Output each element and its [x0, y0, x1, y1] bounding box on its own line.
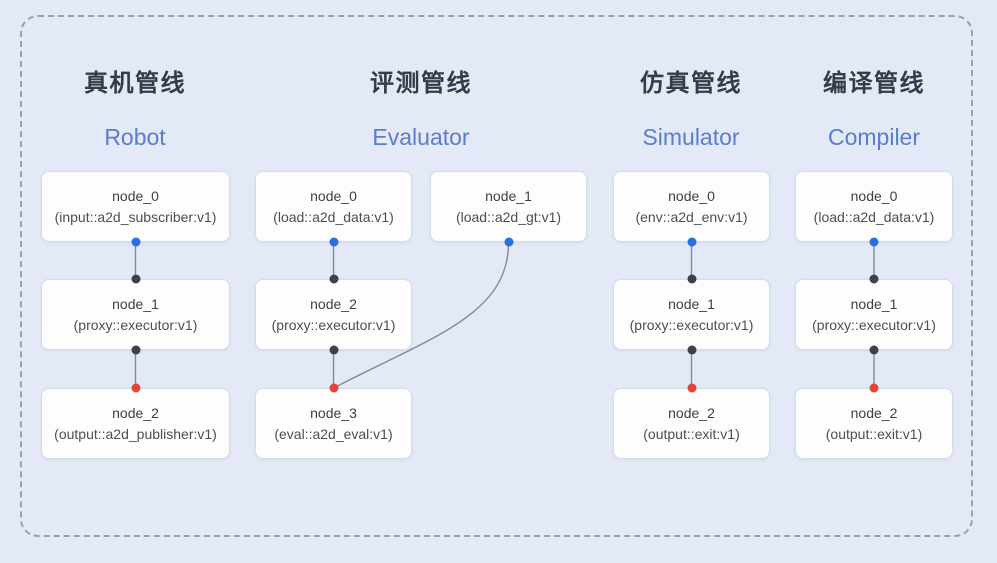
node-type: (proxy::executor:v1) [271, 317, 396, 333]
node-name: node_1 [668, 296, 715, 312]
node-type: (output::a2d_publisher:v1) [54, 426, 217, 442]
final-input-port-dot [329, 383, 338, 393]
node-type: (load::a2d_data:v1) [273, 209, 394, 225]
pipeline-title-zh-robot: 真机管线 [84, 70, 186, 97]
node-name: node_2 [850, 405, 898, 421]
node-type: (load::a2d_data:v1) [813, 209, 935, 225]
node-name: node_0 [310, 188, 357, 204]
node-name: node_1 [112, 296, 159, 312]
final-input-port-dot [687, 383, 696, 393]
node-type: (env::a2d_env:v1) [635, 209, 748, 225]
node-type: (eval::a2d_eval:v1) [274, 426, 393, 442]
pipeline-title-en-simulator: Simulator [642, 124, 740, 150]
node-name: node_2 [310, 296, 357, 312]
input-port-dot [131, 274, 140, 284]
node-type: (proxy::executor:v1) [73, 317, 198, 333]
node-type: (output::exit:v1) [643, 426, 740, 442]
node-name: node_3 [310, 405, 357, 421]
input-port-dot [329, 274, 338, 284]
node-name: node_0 [850, 188, 898, 204]
output-port-dot [131, 345, 140, 355]
graph-node-robot-node1: node_1 (proxy::executor:v1) [41, 279, 230, 350]
node-name: node_2 [668, 405, 715, 421]
graph-node-simulator-node0: node_0 (env::a2d_env:v1) [613, 171, 770, 242]
graph-node-compiler-node2: node_2 (output::exit:v1) [795, 388, 953, 459]
edge-evaluator-1-3-curve [333, 242, 510, 389]
graph-node-simulator-node1: node_1 (proxy::executor:v1) [613, 279, 770, 350]
node-name: node_1 [485, 188, 532, 204]
pipeline-title-en-evaluator: Evaluator [372, 124, 470, 150]
output-port-dot [329, 345, 338, 355]
pipeline-title-en-compiler: Compiler [827, 124, 921, 150]
pipeline-title-zh-simulator: 仿真管线 [640, 70, 742, 97]
graph-node-robot-node0: node_0 (input::a2d_subscriber:v1) [41, 171, 230, 242]
graph-node-evaluator-node3: node_3 (eval::a2d_eval:v1) [255, 388, 412, 459]
node-name: node_2 [112, 405, 159, 421]
pipeline-title-en-robot: Robot [104, 124, 166, 150]
node-name: node_0 [112, 188, 159, 204]
node-type: (output::exit:v1) [825, 426, 923, 442]
final-input-port-dot [869, 383, 879, 393]
node-type: (proxy::executor:v1) [629, 317, 754, 333]
node-type: (proxy::executor:v1) [812, 317, 936, 333]
node-type: (input::a2d_subscriber:v1) [54, 209, 217, 225]
dashed-frame [20, 15, 973, 537]
output-port-dot [329, 237, 338, 247]
graph-node-evaluator-node2: node_2 (proxy::executor:v1) [255, 279, 412, 350]
pipeline-title-zh-evaluator: 评测管线 [370, 70, 472, 97]
node-name: node_1 [850, 296, 898, 312]
output-port-dot [687, 237, 696, 247]
node-name: node_0 [668, 188, 715, 204]
input-port-dot [687, 274, 696, 284]
graph-node-evaluator-node1: node_1 (load::a2d_gt:v1) [430, 171, 587, 242]
output-port-dot [869, 345, 879, 355]
graph-node-compiler-node1: node_1 (proxy::executor:v1) [795, 279, 953, 350]
input-port-dot [869, 274, 879, 284]
output-port-dot [504, 237, 513, 247]
final-input-port-dot [131, 383, 140, 393]
graph-node-robot-node2: node_2 (output::a2d_publisher:v1) [41, 388, 230, 459]
node-type: (load::a2d_gt:v1) [455, 209, 562, 225]
output-port-dot [869, 237, 879, 247]
graph-node-compiler-node0: node_0 (load::a2d_data:v1) [795, 171, 953, 242]
graph-node-simulator-node2: node_2 (output::exit:v1) [613, 388, 770, 459]
graph-node-evaluator-node0: node_0 (load::a2d_data:v1) [255, 171, 412, 242]
output-port-dot [131, 237, 140, 247]
output-port-dot [687, 345, 696, 355]
pipeline-title-zh-compiler: 编译管线 [823, 70, 925, 97]
